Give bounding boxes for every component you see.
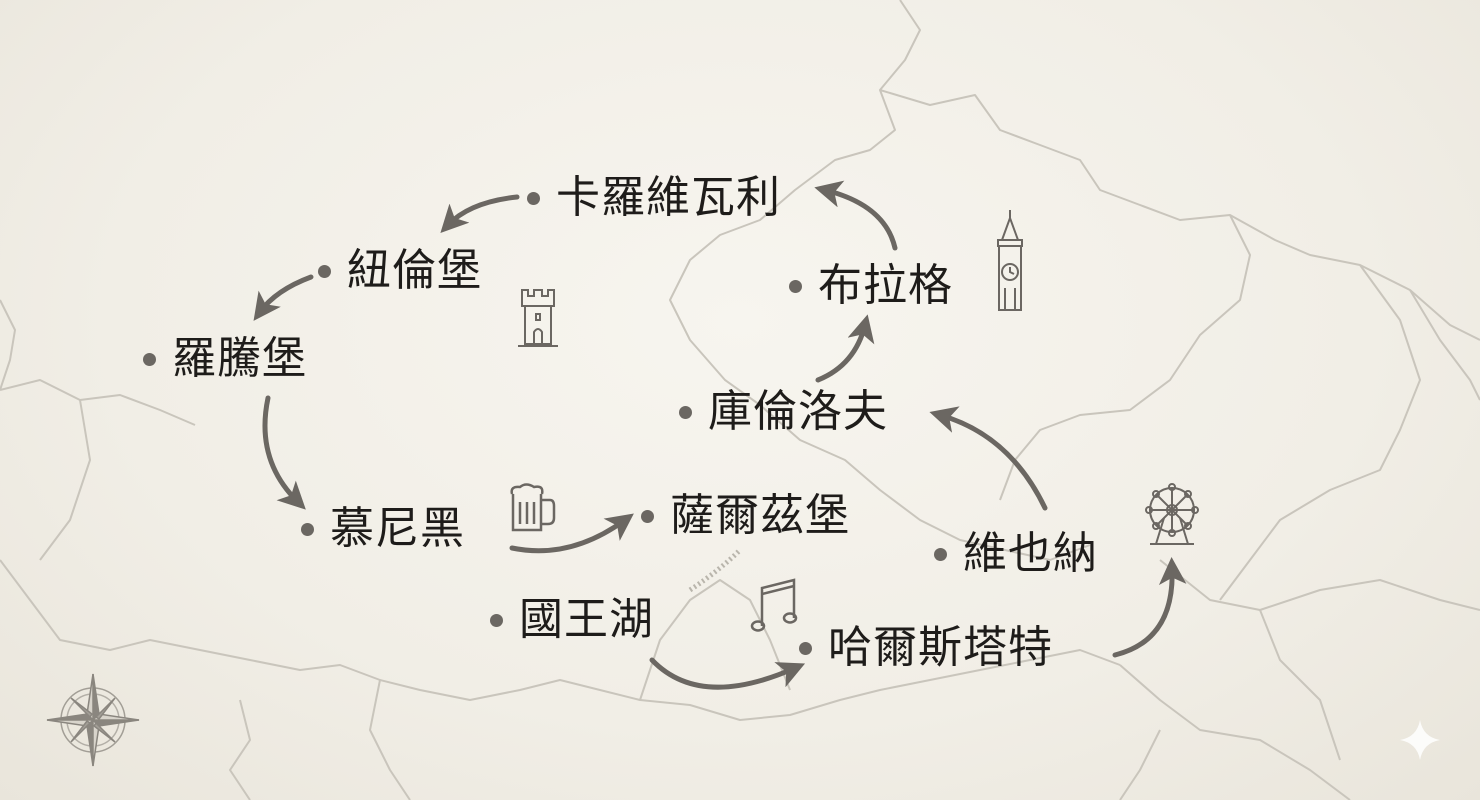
border-hatch	[688, 548, 742, 593]
border-line	[669, 0, 1091, 561]
border-line	[0, 379, 196, 426]
route-arrow	[649, 657, 806, 690]
route-arrow	[1112, 557, 1187, 658]
city-prague: 布拉格	[789, 264, 953, 308]
sparkle-icon	[1400, 720, 1440, 760]
border-line	[639, 579, 791, 701]
border-line	[0, 559, 1121, 721]
city-salzburg: 薩爾茲堡	[641, 494, 850, 538]
city-dot	[799, 641, 812, 655]
city-dot	[789, 279, 802, 293]
city-munich: 慕尼黑	[301, 507, 465, 551]
route-arrow	[253, 274, 314, 321]
city-label: 卡羅維瓦利	[556, 172, 781, 223]
city-label: 紐倫堡	[347, 245, 482, 296]
city-label: 維也納	[963, 528, 1098, 579]
border-line	[879, 89, 1480, 341]
border-line	[1219, 264, 1421, 601]
city-hallstatt: 哈爾斯塔特	[799, 626, 1053, 670]
border-line	[1409, 289, 1480, 401]
ferris-wheel-icon	[1145, 483, 1199, 545]
city-dot	[490, 613, 503, 627]
city-cesky-krumlov: 庫倫洛夫	[679, 390, 888, 434]
city-label: 庫倫洛夫	[708, 386, 888, 437]
route-arrow	[815, 314, 875, 383]
city-label: 羅騰堡	[172, 333, 307, 384]
city-vienna: 維也納	[934, 532, 1098, 576]
route-arrows	[253, 180, 1187, 690]
border-line	[1259, 609, 1341, 761]
border-line	[39, 399, 91, 561]
city-konigssee: 國王湖	[490, 598, 654, 642]
route-arrow	[814, 180, 898, 251]
city-karlovy-vary: 卡羅維瓦利	[527, 176, 781, 220]
city-label: 哈爾斯塔特	[828, 622, 1053, 673]
city-dot	[679, 405, 692, 419]
city-label: 薩爾茲堡	[670, 490, 850, 541]
city-dot	[641, 509, 654, 523]
beer-mug-icon	[510, 483, 556, 532]
border-line	[1159, 559, 1480, 611]
route-arrow	[509, 513, 634, 554]
city-dot	[934, 547, 947, 561]
border-line	[229, 699, 251, 800]
city-dot	[527, 191, 540, 205]
city-label: 布拉格	[818, 260, 953, 311]
compass-rose-icon	[46, 673, 140, 767]
castle-tower-icon	[518, 289, 558, 347]
music-note-icon	[750, 578, 798, 632]
border-line	[1119, 729, 1161, 800]
city-label: 國王湖	[519, 594, 654, 645]
route-arrow	[929, 406, 1048, 511]
city-rothenburg: 羅騰堡	[143, 337, 307, 381]
border-line	[999, 214, 1251, 501]
border-line	[0, 299, 16, 391]
city-label: 慕尼黑	[330, 503, 465, 554]
route-arrow	[262, 395, 306, 510]
clock-tower-icon	[997, 210, 1023, 311]
border-line	[1119, 664, 1351, 800]
city-dot	[143, 352, 156, 366]
border-line	[369, 679, 411, 800]
city-dot	[301, 522, 314, 536]
city-dot	[318, 264, 331, 278]
route-arrow	[440, 194, 520, 233]
city-nuremberg: 紐倫堡	[318, 249, 482, 293]
